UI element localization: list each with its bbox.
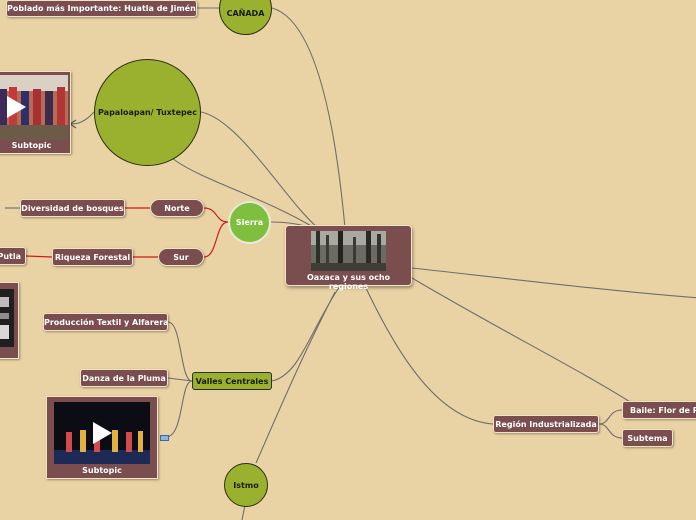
dancers-video-thumbnail[interactable]	[0, 75, 68, 140]
link-industrial	[364, 285, 494, 425]
valles-subtopic-caption: Subtopic	[82, 466, 122, 475]
link-right-edge	[411, 267, 696, 299]
stage-dance-video-thumbnail[interactable]	[54, 402, 150, 464]
topic-subtema-label: Subtema	[627, 434, 668, 443]
region-canada-label: CAÑADA	[226, 9, 265, 18]
topic-putla[interactable]: Putla	[0, 247, 26, 265]
link-canada	[271, 7, 346, 229]
collapse-handle-icon[interactable]	[160, 435, 169, 441]
link-valles	[271, 285, 341, 382]
region-sierra[interactable]: Sierra	[228, 201, 271, 244]
link-papaloapan-subtopic	[70, 111, 95, 125]
topic-danza-pluma[interactable]: Danza de la Pluma	[80, 369, 168, 387]
forest-image	[311, 231, 386, 271]
region-valles-label: Valles Centrales	[195, 377, 269, 386]
topic-poblado-label: Poblado más Importante: Huatla de Jiméne…	[7, 4, 197, 13]
play-icon	[7, 96, 26, 118]
valles-video-subtopic[interactable]: Subtopic	[46, 396, 158, 479]
partial-image-node[interactable]	[0, 282, 19, 359]
topic-sur[interactable]: Sur	[158, 248, 204, 266]
topic-baile-flor-pina[interactable]: Baile: Flor de Piña	[622, 401, 696, 419]
topic-poblado-importante[interactable]: Poblado más Importante: Huatla de Jiméne…	[6, 0, 197, 17]
link-valles-subtopic	[165, 380, 193, 438]
region-industrializada[interactable]: Región Industrializada	[493, 415, 599, 433]
link-sierra-sur	[203, 221, 229, 258]
topic-diversidad-bosques[interactable]: Diversidad de bosques	[20, 199, 125, 217]
papaloapan-subtopic-caption: Subtopic	[11, 141, 52, 150]
link-papaloapan-secondary	[171, 157, 319, 231]
topic-subtema[interactable]: Subtema	[622, 429, 673, 447]
region-papaloapan-label: Papaloapan/ Tuxtepec	[98, 108, 197, 117]
link-valles-danza	[167, 377, 193, 382]
topic-baile-label: Baile: Flor de Piña	[630, 406, 696, 415]
link-industrial-subtema	[598, 423, 623, 439]
region-papaloapan[interactable]: Papaloapan/ Tuxtepec	[94, 59, 201, 166]
topic-produccion-textil[interactable]: Producción Textil y Alfarera	[43, 313, 168, 331]
topic-norte-label: Norte	[164, 204, 190, 213]
forest-photo-icon	[311, 231, 386, 271]
play-icon	[93, 422, 112, 444]
link-baile-far	[411, 277, 636, 406]
topic-diversidad-label: Diversidad de bosques	[21, 204, 124, 213]
central-topic-label: Oaxaca y sus ocho regiones	[306, 273, 391, 291]
region-istmo-label: Istmo	[233, 480, 259, 490]
region-valles-centrales[interactable]: Valles Centrales	[192, 372, 272, 390]
papaloapan-video-subtopic[interactable]: Subtopic	[0, 71, 71, 154]
link-valles-produccion	[167, 321, 193, 382]
region-sierra-label: Sierra	[235, 218, 264, 227]
topic-riqueza-label: Riqueza Forestal	[54, 253, 131, 262]
link-papaloapan	[200, 111, 319, 229]
link-istmo-down	[241, 504, 246, 520]
topic-riqueza-forestal[interactable]: Riqueza Forestal	[52, 248, 133, 266]
link-riqueza-putla	[25, 255, 53, 258]
topic-danza-label: Danza de la Pluma	[82, 374, 166, 383]
appliance-photo-icon	[0, 283, 18, 358]
central-topic[interactable]: Oaxaca y sus ocho regiones	[285, 225, 412, 291]
link-industrial-baile	[598, 409, 623, 425]
topic-sur-label: Sur	[173, 253, 189, 262]
topic-produccion-label: Producción Textil y Alfarera	[44, 318, 168, 327]
region-istmo[interactable]: Istmo	[224, 463, 268, 507]
region-industrial-label: Región Industrializada	[495, 420, 597, 429]
link-istmo	[255, 291, 336, 464]
link-sierra-norte	[203, 207, 229, 223]
topic-norte[interactable]: Norte	[150, 199, 204, 217]
topic-putla-label: Putla	[0, 252, 21, 261]
